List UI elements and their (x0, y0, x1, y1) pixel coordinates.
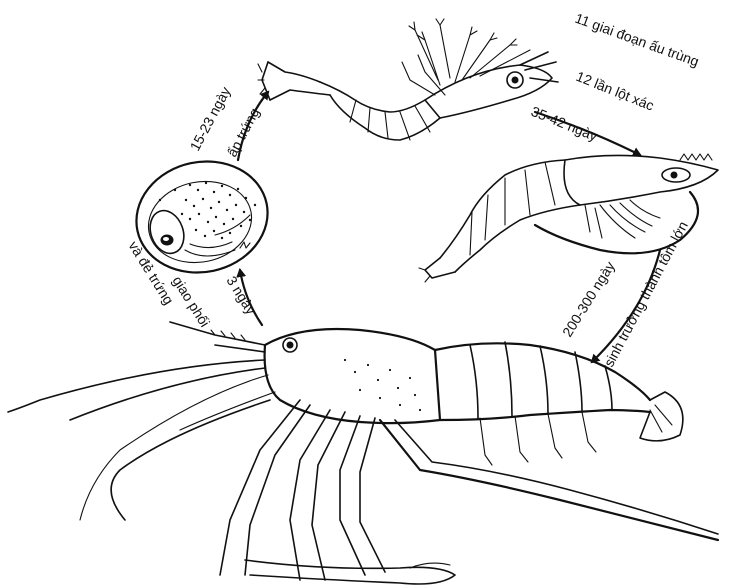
label-molts: 12 lần lột xác (574, 68, 656, 114)
label-incubation-days: 15-23 ngày (187, 84, 234, 153)
label-growth: sinh trưởng thành tôm lớn (601, 219, 691, 370)
postlarva-illustration (419, 154, 718, 282)
label-larval-duration: 35-42 ngày (529, 103, 600, 144)
label-mating: giao phối (169, 273, 213, 330)
label-spawning: và đẻ trứng (125, 238, 177, 307)
label-incubation: ấp trứng (224, 105, 263, 159)
larva-illustration (258, 19, 558, 140)
label-growth-duration: 200-300 ngày (559, 258, 618, 339)
label-mating-days: 3 ngày (223, 273, 259, 317)
label-larval-stages: 11 giai đoạn ấu trùng (573, 10, 701, 70)
